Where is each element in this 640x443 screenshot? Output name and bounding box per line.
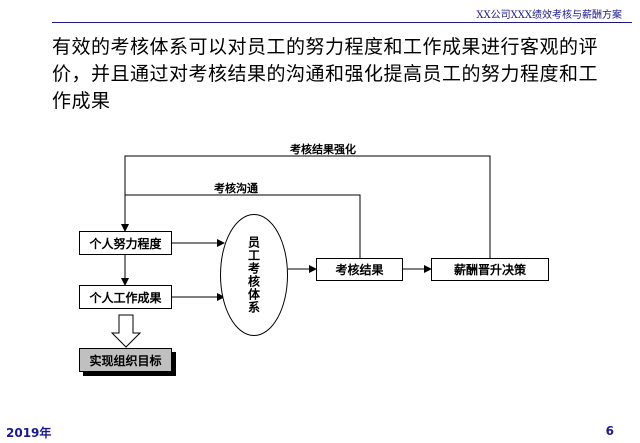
communicate-loop-line (125, 194, 361, 258)
page-number: 6 (605, 424, 614, 438)
communicate-label: 考核沟通 (214, 182, 258, 195)
output-to-goal-block-arrow (110, 314, 142, 348)
slide-title: 有效的考核体系可以对员工的努力程度和工作成果进行客观的评价，并且通过对考核结果的… (52, 36, 599, 112)
appraisal-system-ellipse: 员工考核体系 (220, 214, 288, 336)
effort-box: 个人努力程度 (79, 231, 172, 255)
decision-box: 薪酬晋升决策 (431, 258, 549, 281)
result-box: 考核结果 (316, 258, 403, 281)
reinforce-loop-line (121, 155, 491, 258)
footer-year: 2019年 (6, 426, 52, 440)
header-divider (52, 22, 632, 23)
goal-box: 实现组织目标 (79, 348, 172, 372)
output-box: 个人工作成果 (79, 285, 172, 309)
header-title: XX公司XXX绩效考核与薪酬方案 (476, 10, 622, 21)
appraisal-system-label: 员工考核体系 (246, 236, 261, 314)
reinforce-label: 考核结果强化 (290, 143, 356, 156)
